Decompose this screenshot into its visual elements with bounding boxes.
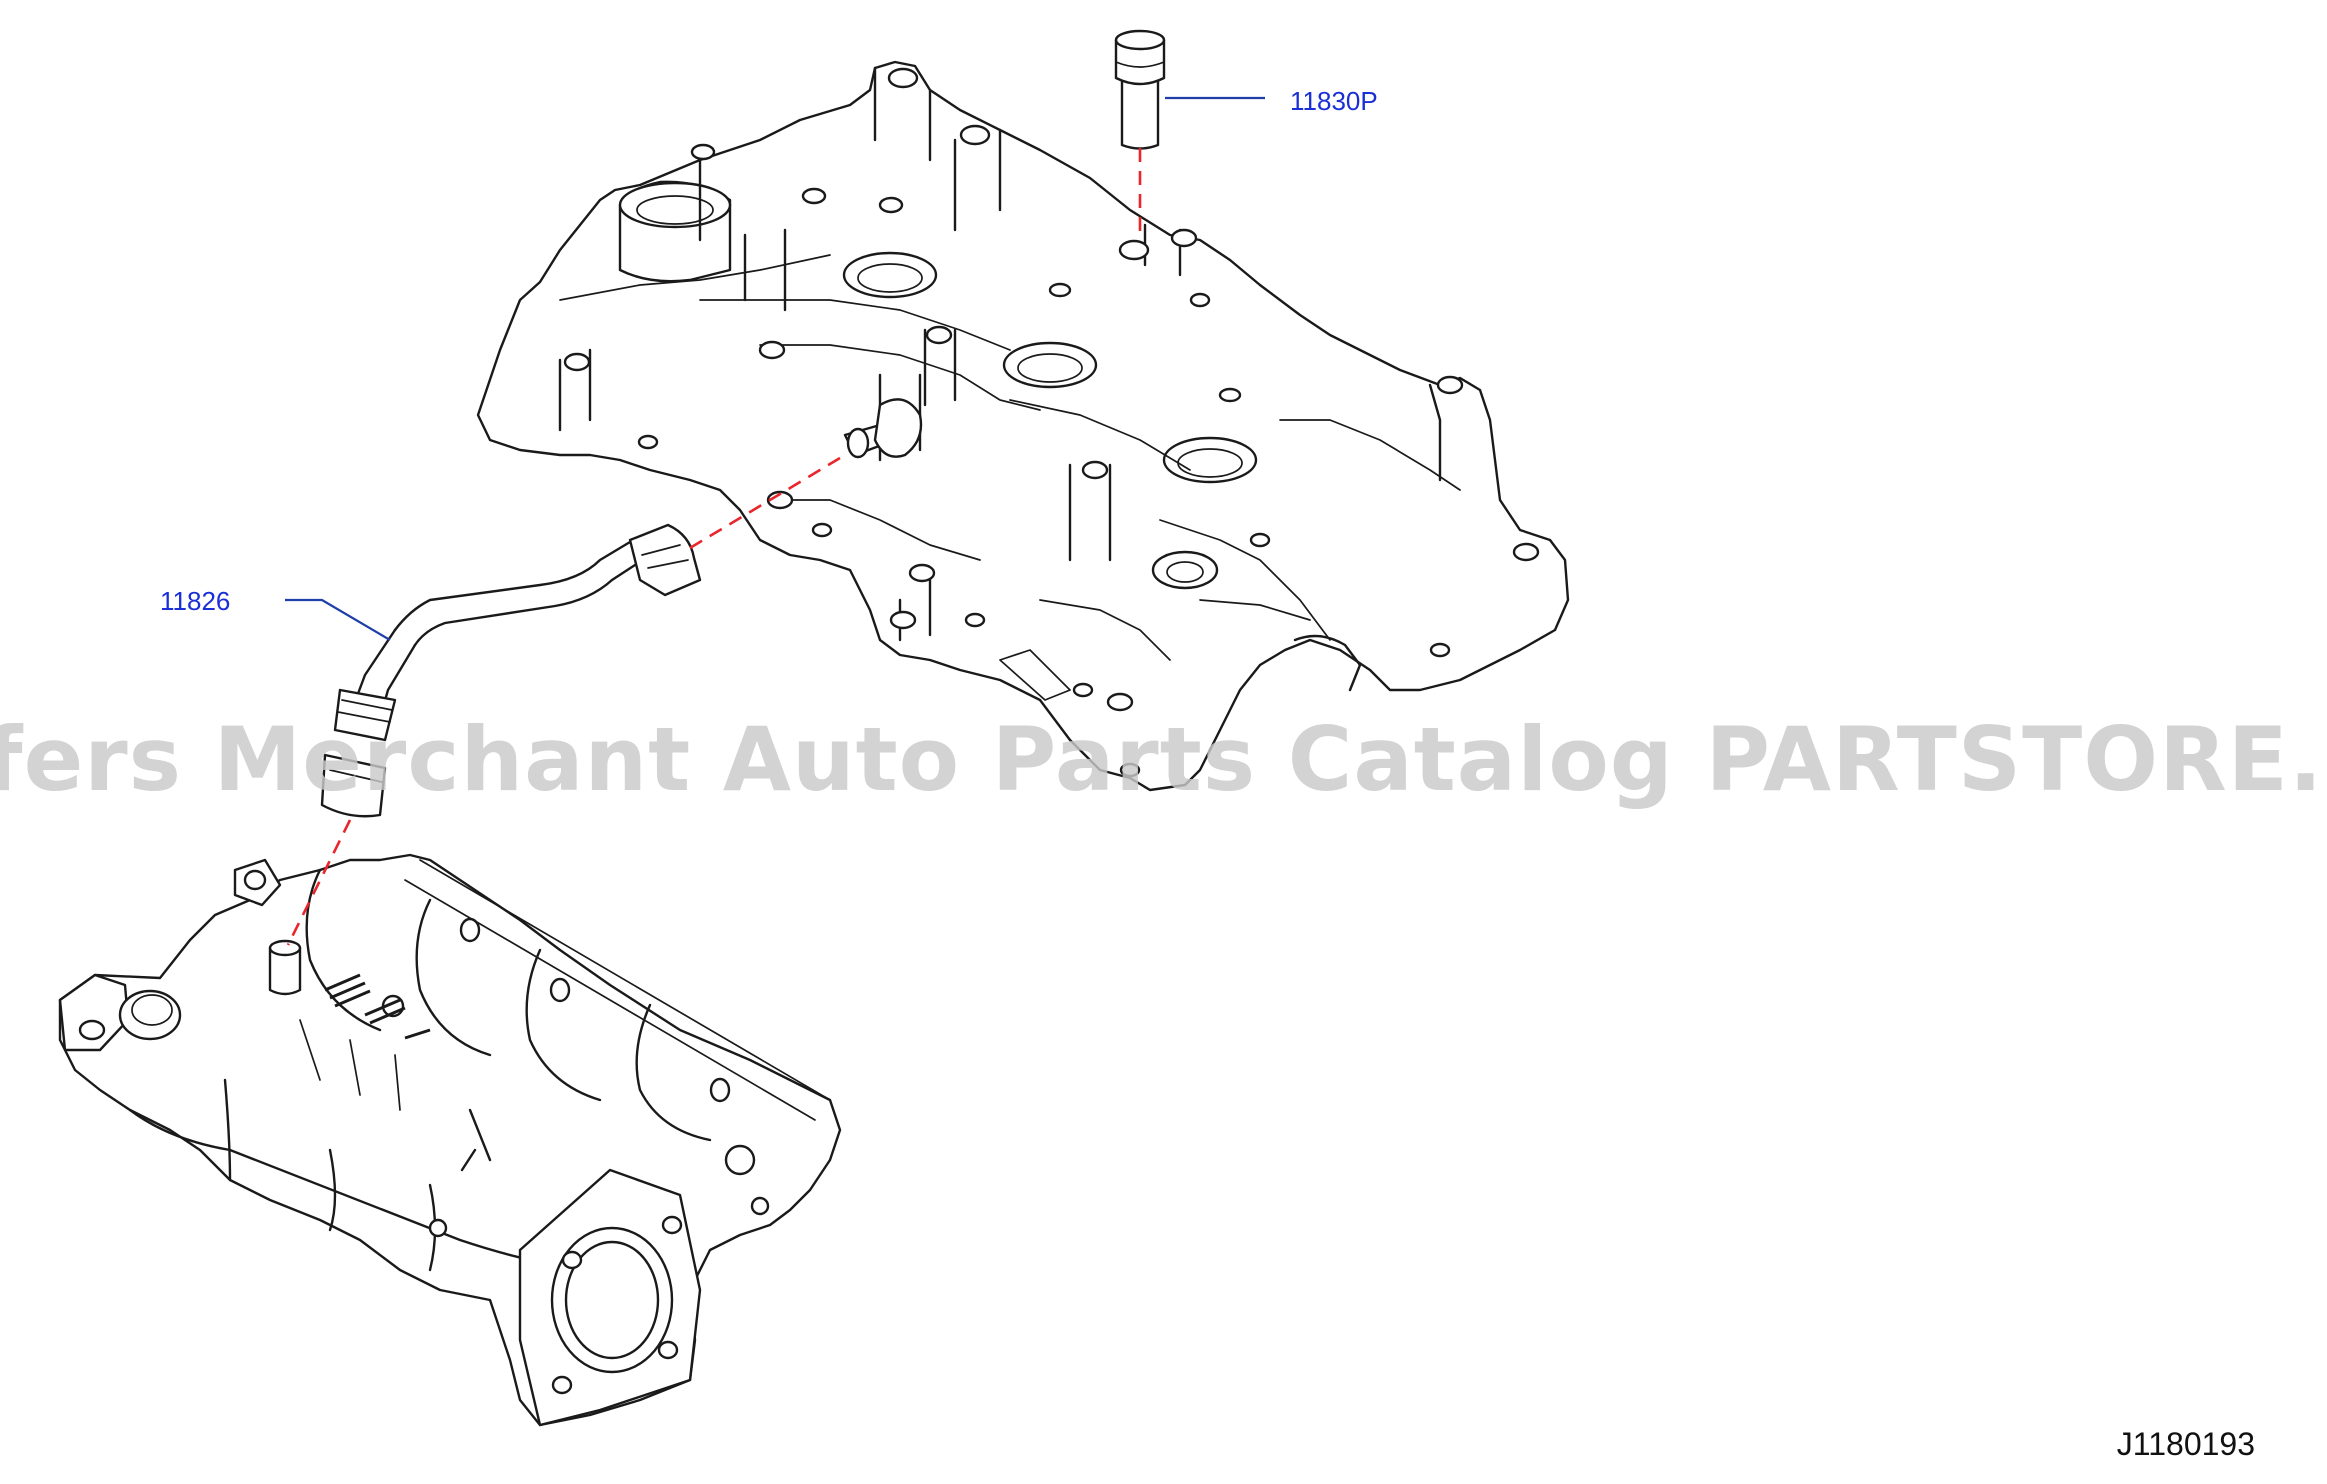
- mounting-holes: [563, 67, 1540, 778]
- valve-cover: [476, 60, 1570, 792]
- pcv-valve: [1114, 29, 1166, 150]
- hose-to-manifold-dash: [286, 819, 352, 946]
- diagram-code: J1180193: [2117, 1426, 2255, 1462]
- intake-manifold: [58, 853, 842, 1427]
- hose-to-cover-dash: [689, 456, 841, 550]
- part-number-label[interactable]: 11826: [160, 586, 230, 616]
- callout-11826[interactable]: 11826: [160, 586, 391, 641]
- watermark-text: Offers Merchant Auto Parts Catalog PARTS…: [0, 708, 2327, 811]
- part-number-label[interactable]: 11830P: [1290, 86, 1378, 116]
- pcv-hose-port: [843, 398, 923, 459]
- callout-11830p[interactable]: 11830P: [1165, 86, 1378, 116]
- pcv-hose: [320, 523, 702, 818]
